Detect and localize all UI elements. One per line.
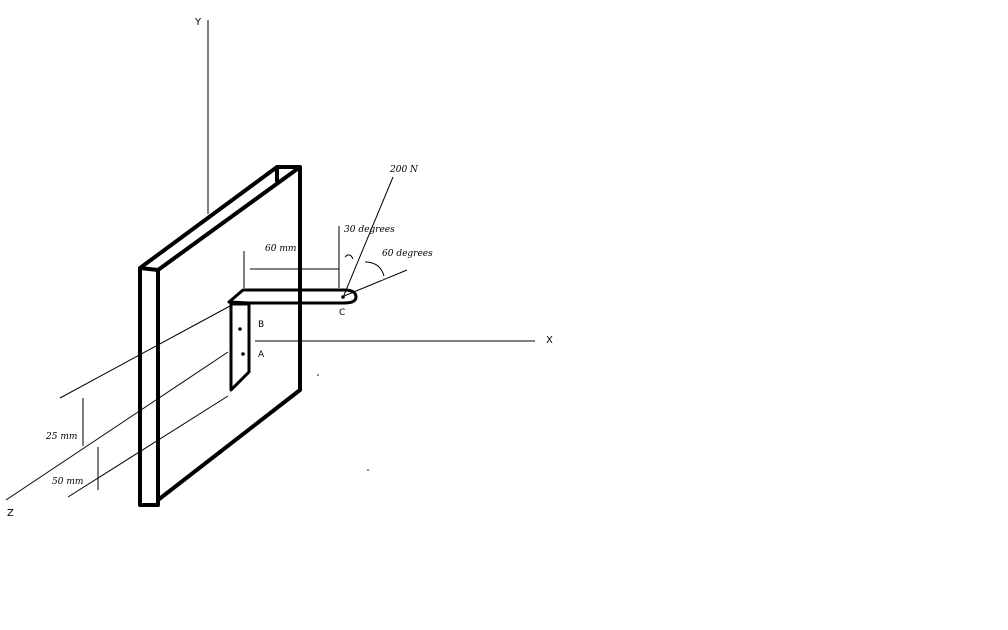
angle-30-arc bbox=[344, 254, 354, 260]
point-c-marker bbox=[341, 295, 345, 299]
dim-ext-b bbox=[59, 305, 231, 399]
wall-plate bbox=[138, 165, 302, 507]
angle-60-label: 60 degrees bbox=[382, 249, 433, 259]
dim-25-label: 25 mm bbox=[45, 432, 77, 442]
stray-dot-2 bbox=[367, 469, 369, 471]
dim-ext-bottom bbox=[67, 395, 229, 498]
dim-60-label: 60 mm bbox=[265, 244, 296, 254]
z-axis bbox=[5, 351, 229, 501]
force-horizontal-ref bbox=[343, 269, 408, 297]
bracket-vertical bbox=[229, 302, 251, 392]
point-b-label: B bbox=[258, 320, 264, 330]
force-vector bbox=[343, 176, 394, 296]
force-label: 200 N bbox=[389, 165, 419, 175]
dim-50-label: 50 mm bbox=[52, 477, 83, 487]
x-axis-label: X bbox=[546, 335, 553, 346]
point-c-label: C bbox=[339, 308, 345, 318]
bracket-horizontal bbox=[227, 288, 358, 305]
angle-60-arc bbox=[364, 261, 385, 277]
point-a-marker bbox=[241, 352, 245, 356]
y-axis-label: Y bbox=[194, 17, 202, 28]
stray-dot-1 bbox=[317, 374, 319, 376]
angle-30-label: 30 degrees bbox=[344, 225, 395, 235]
point-a-label: A bbox=[258, 350, 265, 360]
z-axis-label: Z bbox=[7, 508, 14, 519]
point-b-marker bbox=[238, 327, 242, 331]
